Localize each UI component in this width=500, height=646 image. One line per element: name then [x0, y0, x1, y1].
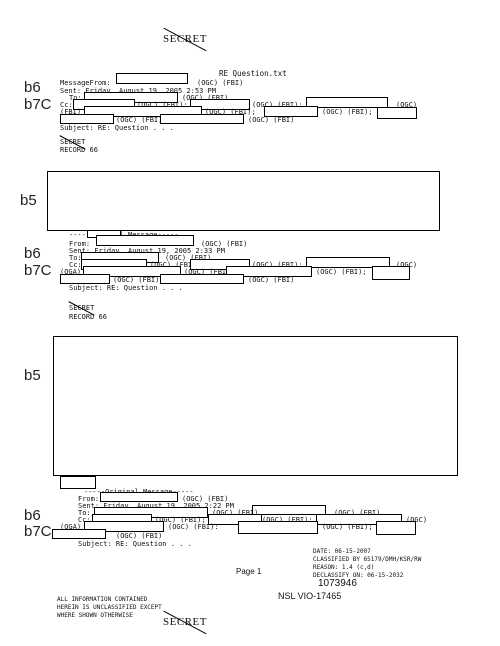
exemption-b7c-label: b7C [24, 523, 52, 540]
extra-row-org: (OGC) (FBI) [248, 116, 295, 124]
redaction-box [377, 107, 417, 119]
redaction-box [306, 257, 390, 268]
extra-row-org: (OGC) (FBI) [248, 276, 295, 284]
cc-label: Cc: [69, 261, 82, 269]
oga-label: (OGA) [60, 268, 82, 276]
redaction-box [238, 521, 318, 534]
redaction-box [84, 521, 164, 532]
extra-row-org: (OGC) (FBI); [116, 116, 167, 124]
redaction-box [96, 235, 194, 246]
oga-org: (OGC) (FBI): [168, 523, 219, 531]
subject-line: Subject: RE: Question . . . [60, 124, 174, 132]
from-label: From: [69, 240, 91, 248]
subject-line: Subject: RE: Question . . . [69, 284, 183, 292]
block2-record: RECORD 66 [69, 313, 107, 321]
oga-org: (OGC) (FBI): [184, 268, 235, 276]
exemption-b5-label: b5 [24, 367, 41, 384]
extra-row-org: (OGC) (FBI); [113, 276, 164, 284]
exemption-b6-label: b6 [24, 245, 41, 262]
redaction-box [160, 274, 244, 284]
cc-org: (OGC) (FBI): [137, 101, 188, 109]
redaction-box [190, 259, 250, 270]
redaction-box [60, 476, 96, 489]
declass-date: DATE: 06-15-2007 [313, 548, 371, 555]
exemption-b7c-label: b7C [24, 96, 52, 113]
exemption-b6-label: b6 [24, 79, 41, 96]
redaction-box [264, 106, 318, 117]
redaction-box [372, 266, 410, 280]
fbi-row-label: (FBI) [60, 108, 82, 116]
block1-classification: SECRET [60, 138, 86, 146]
top-classification: SECRET [163, 33, 207, 45]
redaction-box [252, 505, 326, 515]
fbi-row-org: (OGC) (FBI); [205, 108, 256, 116]
fbi-row-org: (OGC) (FBI); [322, 108, 373, 116]
redaction-b5-box [47, 171, 440, 231]
cc-org: (OGC) (FBI): [150, 261, 201, 269]
sent-line: Sent: Friday, August 19, 2005 2:33 PM [69, 247, 225, 255]
subject-line: Subject: RE: Question . . . [78, 540, 192, 548]
nsl-id: NSL VIO-17465 [278, 591, 342, 601]
cc-org: (OGC) (FBI); [155, 516, 206, 524]
redaction-box [100, 492, 178, 502]
to-label: To: [78, 509, 91, 517]
cc-org-end: (OGC) [396, 261, 418, 269]
to-label: To: [69, 94, 82, 102]
redaction-box [316, 514, 402, 525]
redaction-box [376, 521, 416, 535]
file-title: RE Question.txt [219, 69, 287, 78]
cc-org: (OGC) (FBI); [262, 516, 313, 524]
cc-label: Cc: [60, 101, 73, 109]
to-label: To: [69, 254, 82, 262]
document-number: 1073946 [318, 578, 357, 589]
to-org: (OGC) (FBI) [212, 509, 259, 517]
redaction-box [84, 106, 202, 117]
sender-org: (OGC) (FBI) [197, 79, 244, 87]
exemption-b5-label: b5 [20, 192, 37, 209]
redaction-b5-box [53, 336, 458, 476]
redaction-box [60, 274, 110, 284]
redaction-box [52, 529, 106, 539]
declass-reason: REASON: 1.4 (c,d) [313, 564, 375, 571]
to-org: (OGC) (FBI) [182, 94, 229, 102]
block2-classification: SECRET [69, 304, 95, 312]
redaction-box [160, 114, 244, 124]
unclassified-note-line2: HEREIN IS UNCLASSIFIED EXCEPT [57, 604, 162, 611]
page-number: Page 1 [236, 567, 262, 576]
exemption-b7c-label: b7C [24, 262, 52, 279]
cc-org-end: (OGC) [406, 516, 428, 524]
oga-org: (OGC) (FBI); [316, 268, 367, 276]
declass-on: DECLASSIFY ON: 06-15-2032 [313, 572, 404, 579]
exemption-b6-label: b6 [24, 507, 41, 524]
redaction-box [208, 514, 262, 525]
message-from-label: MessageFrom: [60, 79, 111, 87]
cc-label: Cc: [78, 516, 91, 524]
sent-line: Sent: Friday, August 19, 2005 2:53 PM [60, 87, 216, 95]
oga-label: (OGA) [60, 523, 82, 531]
extra-row-org: (OGC) (FBI) [116, 532, 163, 540]
cc-org: (OGC) (FBI); [252, 261, 303, 269]
unclassified-note-line3: WHERE SHOWN OTHERWISE [57, 612, 133, 619]
block1-record: RECORD 66 [60, 146, 98, 154]
sent-line: Sent: Friday, August 19, 2005 2:22 PM [78, 502, 234, 510]
redaction-box [60, 114, 114, 124]
redaction-box [83, 266, 181, 277]
redaction-box [226, 266, 312, 277]
oga-org: (OGC) (FBI); [322, 523, 373, 531]
bottom-classification: SECRET [163, 616, 207, 628]
to-org: (OGC) (FBI) [165, 254, 212, 262]
redaction-box [306, 97, 388, 108]
from-org: (OGC) (FBI) [182, 495, 229, 503]
from-label: From: [78, 495, 100, 503]
unclassified-note-line1: ALL INFORMATION CONTAINED [57, 596, 148, 603]
from-org: (OGC) (FBI) [201, 240, 248, 248]
declass-classified-by: CLASSIFIED BY 65179/DMH/KSR/RW [313, 556, 422, 563]
redaction-box [116, 73, 188, 84]
to-org: (OGC) (FBI) [334, 509, 381, 517]
cc-org: (OGC) (FBI); [252, 101, 303, 109]
cc-org-end: (OGC) [396, 101, 418, 109]
redaction-box [190, 99, 250, 110]
